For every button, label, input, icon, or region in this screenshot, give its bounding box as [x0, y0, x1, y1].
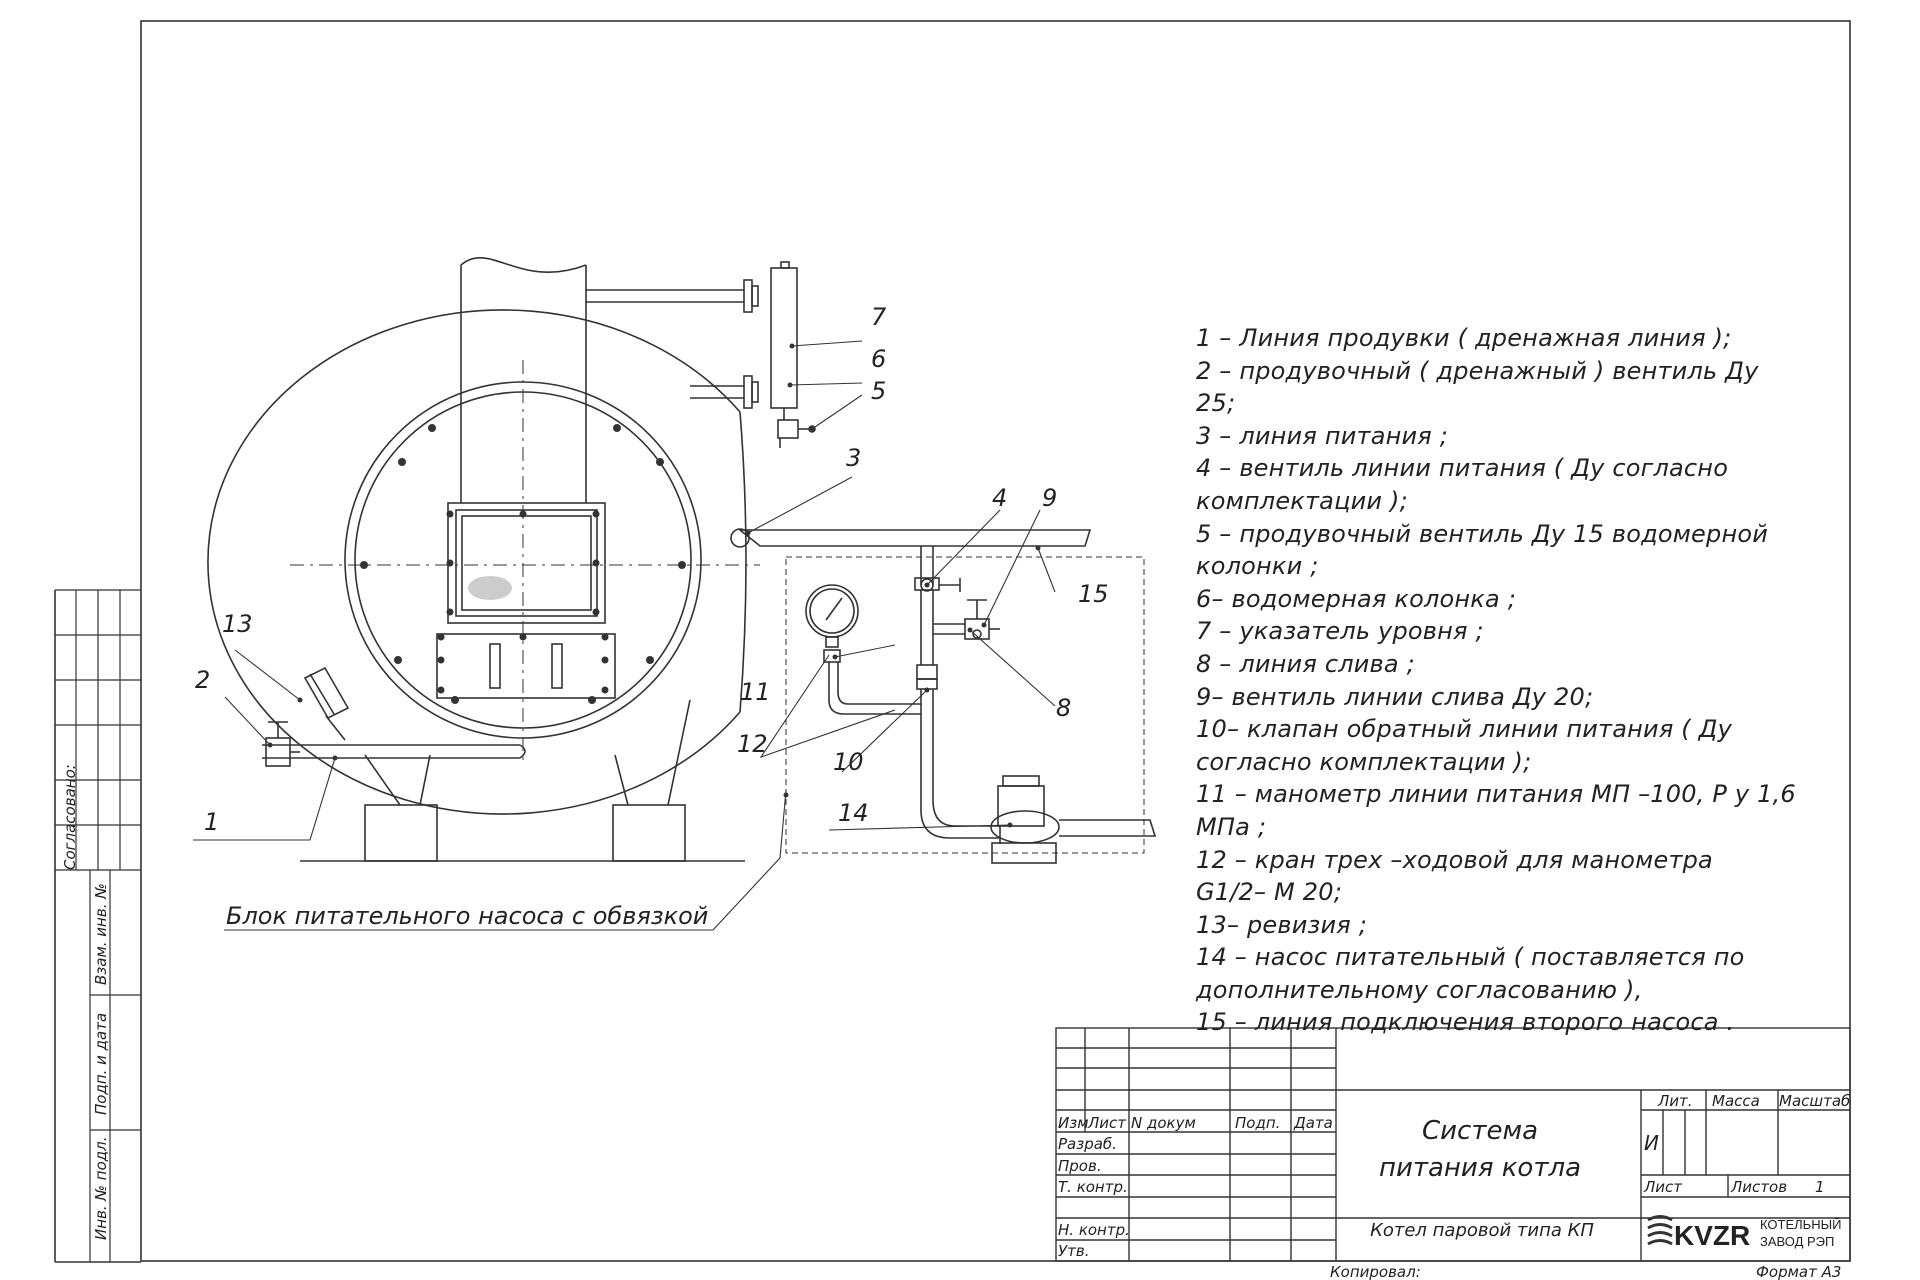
- ash-door: [436, 633, 616, 699]
- kvzr-logo-mark: [1647, 1215, 1673, 1246]
- format-label: Формат А3: [1756, 1263, 1841, 1280]
- inv-vzam-label: Взам. инв. №: [92, 883, 110, 985]
- legend-line: 2 – продувочный ( дренажный ) вентиль Ду…: [1196, 356, 1759, 418]
- callout-12: 12: [737, 730, 768, 758]
- legend-line: G1/2– М 20;: [1196, 878, 1343, 907]
- callout-2: 2: [195, 666, 210, 694]
- legend-line: 4 – вентиль линии питания ( Ду согласно: [1196, 454, 1729, 483]
- h-ndokum: N докум: [1131, 1114, 1196, 1132]
- legend-line: 6– водомерная колонка ;: [1196, 584, 1516, 613]
- callout-14: 14: [838, 799, 869, 827]
- lit-label: Лит.: [1657, 1092, 1693, 1110]
- legend-line: дополнительному согласованию ),: [1196, 975, 1643, 1004]
- legend-line: 8 – линия слива ;: [1196, 649, 1415, 678]
- callout-5: 5: [871, 377, 886, 405]
- feed-line: [730, 528, 1092, 665]
- manometer: [805, 584, 921, 715]
- logo-text: KVZR: [1674, 1220, 1750, 1251]
- legend-line: комплектации );: [1196, 486, 1408, 515]
- callout-7: 7: [871, 303, 887, 331]
- feed-pump: [990, 775, 1157, 864]
- legend-line: 14 – насос питательный ( поставляется по: [1196, 943, 1745, 972]
- legend-line: 3 – линия питания ;: [1196, 421, 1449, 450]
- check-valve: [916, 664, 1000, 839]
- h-izm: Изм: [1058, 1114, 1089, 1132]
- legend-line: колонки ;: [1196, 552, 1319, 581]
- left-stamp-grid: [55, 589, 141, 1262]
- legend-line: 12 – кран трех –ходовой для манометра: [1196, 845, 1713, 874]
- utv-label: Утв.: [1058, 1242, 1090, 1260]
- door-bolts: [437, 510, 609, 694]
- support-legs: [300, 699, 745, 862]
- listov-value: 1: [1815, 1178, 1825, 1196]
- legend-line: МПа ;: [1196, 812, 1267, 841]
- callout-numbers: 1 2 3 4 5 6 7 8 9 10 11 12 13 14 15: [195, 303, 1109, 836]
- legend-line: 13– ревизия ;: [1196, 910, 1368, 939]
- title-block-grid: [1055, 1027, 1851, 1262]
- legend-line: 9– вентиль линии слива Ду 20;: [1196, 682, 1594, 711]
- agreed-label: Согласовано:: [61, 764, 79, 870]
- callout-15: 15: [1078, 580, 1109, 608]
- drain-branch: [933, 599, 1000, 640]
- company-line2: ЗАВОД РЭП: [1760, 1234, 1834, 1249]
- legend-line: 7 – указатель уровня ;: [1196, 617, 1484, 646]
- title-line1: Система: [1422, 1116, 1538, 1146]
- legend-line: 11 – манометр линии питания МП –100, Р у…: [1196, 780, 1796, 809]
- inv-podl-label: Инв. № подл.: [92, 1137, 110, 1240]
- left-stamp-labels: Согласовано: Взам. инв. № Подп. и дата И…: [61, 764, 110, 1240]
- callout-6: 6: [871, 345, 886, 373]
- title-line2: питания котла: [1379, 1153, 1581, 1183]
- subtitle: Котел паровой типа КП: [1370, 1220, 1594, 1241]
- tkontr-label: Т. контр.: [1058, 1178, 1128, 1196]
- masshtab-label: Масштаб: [1779, 1092, 1850, 1110]
- h-list: Лист: [1087, 1114, 1127, 1132]
- legend-line: согласно комплектации );: [1196, 747, 1532, 776]
- sheet-frame: [140, 20, 1851, 1262]
- legend-line: 15 – линия подключения второго насоса .: [1196, 1008, 1735, 1037]
- leader-dots: [267, 343, 1041, 828]
- callout-11: 11: [740, 678, 771, 706]
- revision-hatch: [303, 666, 350, 741]
- company-line1: КОТЕЛЬНЫЙ: [1760, 1217, 1841, 1232]
- callout-10: 10: [833, 748, 864, 776]
- pump-block-label: Блок питательного насоса с обвязкой: [226, 902, 708, 930]
- pump-block-frame: [785, 556, 1145, 854]
- razrab-label: Разраб.: [1058, 1135, 1117, 1153]
- legend-line: 10– клапан обратный линии питания ( Ду: [1196, 715, 1733, 744]
- kopiroval-label: Копировал:: [1330, 1263, 1421, 1280]
- prov-label: Пров.: [1058, 1157, 1102, 1175]
- lit-value: И: [1644, 1131, 1659, 1155]
- title-block-texts: Изм Лист N докум Подп. Дата Разраб. Пров…: [1058, 1092, 1850, 1280]
- h-podp: Подп.: [1235, 1114, 1280, 1132]
- callout-1: 1: [204, 808, 219, 836]
- blowdown-line: [262, 721, 526, 767]
- massa-label: Масса: [1712, 1092, 1760, 1110]
- podp-data-label: Подп. и дата: [92, 1013, 110, 1115]
- chimney: [460, 257, 587, 503]
- callout-13: 13: [222, 610, 253, 638]
- callout-9: 9: [1042, 484, 1057, 512]
- firebox-door: [447, 502, 606, 624]
- centerlines: [290, 360, 760, 760]
- listov-label: Листов: [1730, 1178, 1787, 1196]
- legend-list: 1 – Линия продувки ( дренажная линия ); 2…: [1196, 322, 1796, 1039]
- callout-8: 8: [1056, 694, 1071, 722]
- nkontr-label: Н. контр.: [1058, 1221, 1130, 1239]
- legend-line: 1 – Линия продувки ( дренажная линия );: [1196, 324, 1732, 352]
- callout-3: 3: [846, 444, 861, 472]
- water-column: [586, 261, 816, 448]
- legend-line: 5 – продувочный вентиль Ду 15 водомерной: [1196, 519, 1769, 548]
- h-data: Дата: [1293, 1114, 1333, 1132]
- callout-4: 4: [992, 484, 1007, 512]
- leader-lines: [193, 340, 1056, 931]
- list-label: Лист: [1643, 1178, 1683, 1196]
